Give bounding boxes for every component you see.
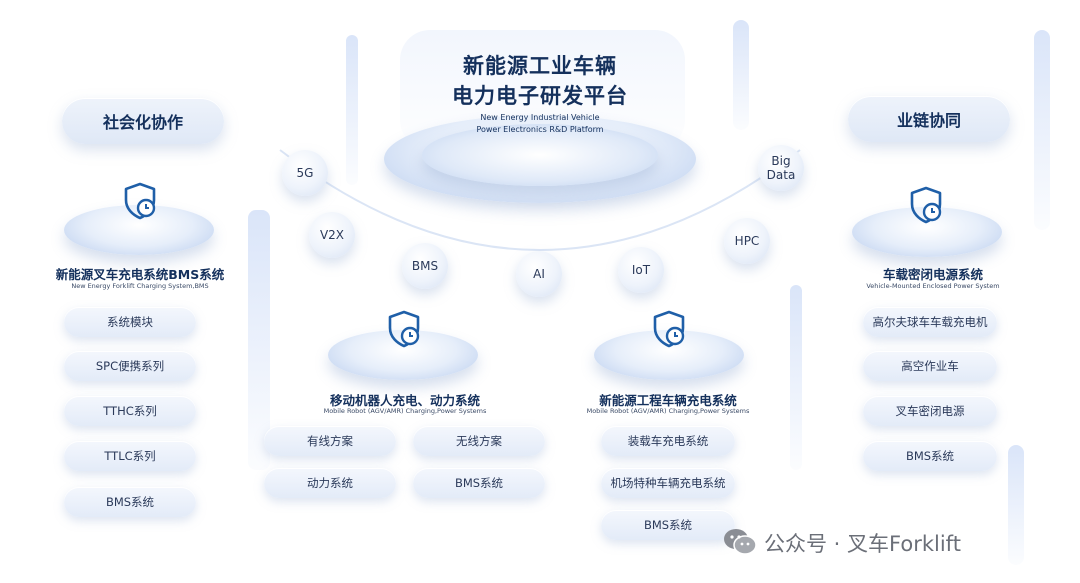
shield-clock-icon xyxy=(910,186,942,224)
system-1-item: BMS系统 xyxy=(64,487,196,517)
wechat-icon xyxy=(724,529,757,555)
system-1-item: SPC便携系列 xyxy=(64,351,196,381)
system-1-item: 系统模块 xyxy=(64,307,196,337)
system-3-item: 装载车充电系统 xyxy=(601,426,735,456)
bubble-5g: 5G xyxy=(282,150,328,196)
system-4-item: BMS系统 xyxy=(863,441,997,471)
system-1-subtitle: New Energy Forklift Charging System,BMS xyxy=(71,282,209,290)
bg-bar xyxy=(248,210,270,470)
bubble-hpc: HPC xyxy=(724,218,770,264)
shield-clock-icon xyxy=(653,310,685,348)
central-platform-disc-inner xyxy=(422,124,658,186)
system-2-item: 无线方案 xyxy=(413,426,545,456)
left-header-social-collaboration: 社会化协作 xyxy=(62,98,224,144)
bg-bar xyxy=(733,20,749,130)
shield-clock-icon xyxy=(388,310,420,348)
system-3-item: 机场特种车辆充电系统 xyxy=(601,468,735,498)
system-4-item: 高尔夫球车车载充电机 xyxy=(863,307,997,337)
center-title-line1: 新能源工业车辆 xyxy=(463,54,617,78)
bubble-v2x: V2X xyxy=(309,212,355,258)
system-4-item: 高空作业车 xyxy=(863,351,997,381)
system-3-title: 新能源工程车辆充电系统 xyxy=(599,393,737,408)
system-2-item: 动力系统 xyxy=(264,468,396,498)
system-3-subtitle: Mobile Robot (AGV/AMR) Charging,Power Sy… xyxy=(586,407,750,415)
system-1-title: 新能源叉车充电系统BMS系统 xyxy=(55,267,225,282)
bubble-iot: IoT xyxy=(618,247,664,293)
system-3-item: BMS系统 xyxy=(601,510,735,540)
shield-clock-icon xyxy=(124,182,156,220)
system-4-subtitle: Vehicle-Mounted Enclosed Power System xyxy=(866,282,1000,290)
bg-bar xyxy=(790,285,802,470)
bg-bar xyxy=(1034,30,1050,230)
bubble-bms: BMS xyxy=(402,243,448,289)
watermark-text: 公众号 · 叉车Forklift xyxy=(764,532,961,556)
center-subtitle-line2: Power Electronics R&D Platform xyxy=(476,125,604,134)
system-1-item: TTLC系列 xyxy=(64,441,196,471)
system-2-subtitle: Mobile Robot (AGV/AMR) Charging,Power Sy… xyxy=(323,407,487,415)
system-2-item: BMS系统 xyxy=(413,468,545,498)
bg-bar xyxy=(346,35,358,185)
system-4-item: 叉车密闭电源 xyxy=(863,396,997,426)
orbit-arc xyxy=(279,149,801,251)
bg-bar xyxy=(1008,445,1024,565)
system-4-title: 车载密闭电源系统 xyxy=(882,267,983,282)
system-2-item: 有线方案 xyxy=(264,426,396,456)
center-subtitle-line1: New Energy Industrial Vehicle xyxy=(480,113,600,122)
bubble-ai: AI xyxy=(516,251,562,297)
center-title-line2: 电力电子研发平台 xyxy=(452,84,628,108)
right-header-industry-chain: 业链协同 xyxy=(848,96,1010,142)
system-1-item: TTHC系列 xyxy=(64,396,196,426)
system-2-title: 移动机器人充电、动力系统 xyxy=(329,393,480,408)
bubble-big-data: Big Data xyxy=(758,145,804,191)
